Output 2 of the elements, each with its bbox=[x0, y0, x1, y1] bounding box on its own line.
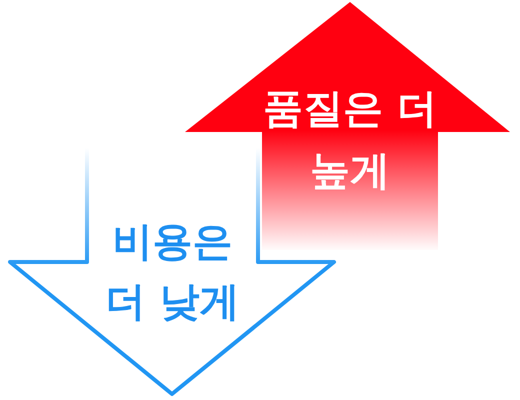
arrow-label: 품질은 더 높게 bbox=[262, 85, 438, 196]
arrow-label: 비용은 더 낮게 bbox=[104, 218, 240, 327]
